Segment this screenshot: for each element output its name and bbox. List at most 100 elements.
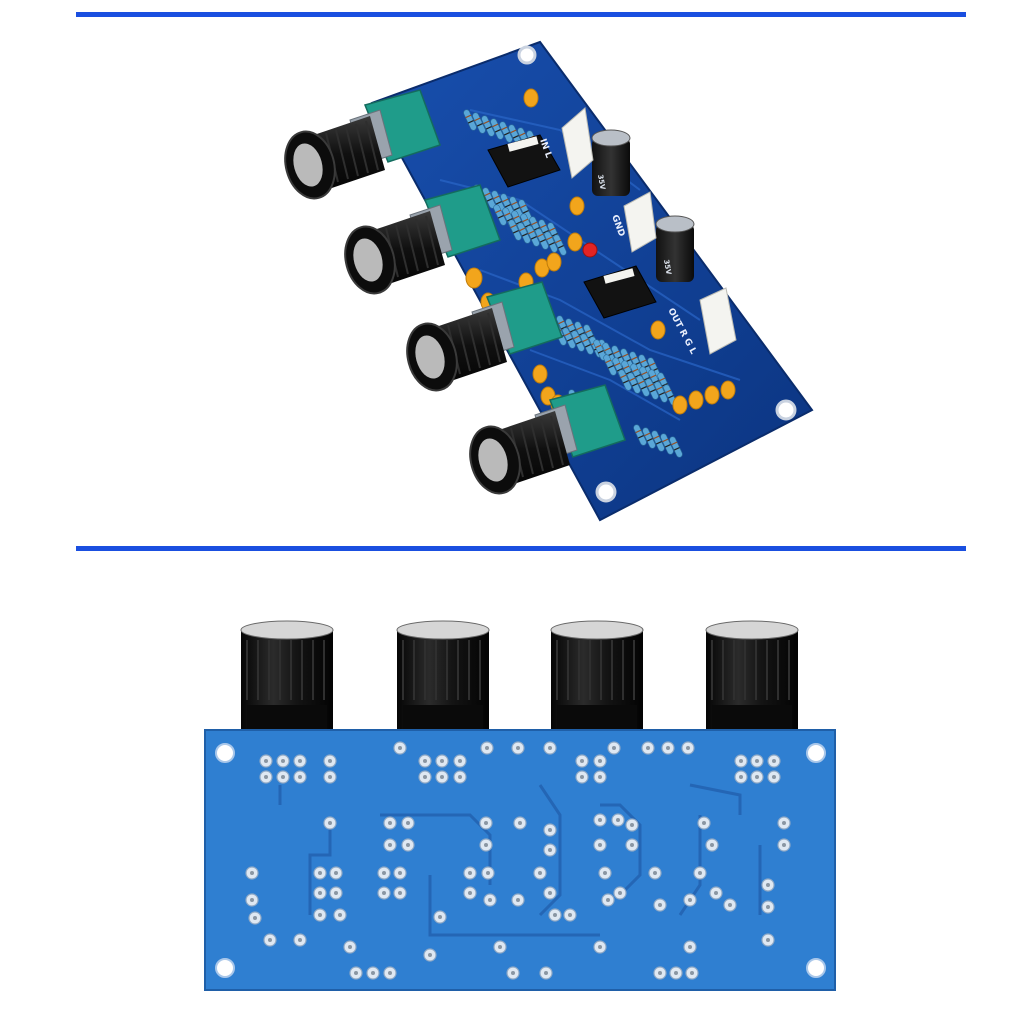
resistor bbox=[526, 225, 540, 247]
solder-pad bbox=[563, 908, 577, 922]
solder-pad bbox=[383, 838, 397, 852]
resistor bbox=[517, 222, 531, 244]
solder-pad bbox=[777, 838, 791, 852]
solder-pad bbox=[539, 966, 553, 980]
solder-pad bbox=[435, 754, 449, 768]
resistor bbox=[633, 424, 647, 446]
solder-pad bbox=[329, 886, 343, 900]
solder-pad bbox=[506, 966, 520, 980]
solder-pad bbox=[423, 948, 437, 962]
solder-pad bbox=[293, 754, 307, 768]
resistor bbox=[642, 427, 656, 449]
solder-pad bbox=[329, 866, 343, 880]
resistor bbox=[627, 372, 641, 394]
solder-pad bbox=[333, 908, 347, 922]
solder-pad bbox=[293, 933, 307, 947]
solder-pad bbox=[734, 754, 748, 768]
board-top-illustration: 35V 35V IN L GND OUT R G L bbox=[284, 40, 814, 522]
solder-pad bbox=[377, 866, 391, 880]
board-bottom-view bbox=[0, 555, 1020, 1020]
solder-pad bbox=[493, 940, 507, 954]
solder-pad bbox=[245, 866, 259, 880]
back-mounting-holes bbox=[215, 743, 826, 978]
solder-pad bbox=[323, 770, 337, 784]
solder-pad bbox=[777, 816, 791, 830]
resistor bbox=[654, 381, 668, 403]
solder-pad bbox=[543, 886, 557, 900]
solder-pad bbox=[511, 893, 525, 907]
resistor bbox=[509, 196, 523, 218]
knob-top-2 bbox=[344, 184, 501, 295]
resistor bbox=[463, 109, 477, 131]
resistor bbox=[535, 228, 549, 250]
solder-pad bbox=[401, 816, 415, 830]
knob-bottom-1 bbox=[240, 620, 334, 735]
solder-pad bbox=[481, 866, 495, 880]
solder-pad bbox=[263, 933, 277, 947]
ceramic-capacitors bbox=[465, 88, 736, 415]
divider-middle bbox=[76, 546, 966, 551]
solder-pad bbox=[669, 966, 683, 980]
solder-pad bbox=[685, 966, 699, 980]
resistor bbox=[493, 204, 507, 226]
power-led bbox=[582, 242, 598, 258]
solder-pad bbox=[693, 866, 707, 880]
solder-pad bbox=[683, 893, 697, 907]
resistor bbox=[636, 375, 650, 397]
solder-pad bbox=[641, 741, 655, 755]
knob-bottom-2 bbox=[396, 620, 490, 735]
solder-pad bbox=[323, 754, 337, 768]
solder-pad bbox=[625, 818, 639, 832]
solder-pad bbox=[259, 754, 273, 768]
solder-pad bbox=[343, 940, 357, 954]
resistor bbox=[472, 112, 486, 134]
resistor bbox=[645, 378, 659, 400]
solder-pad bbox=[653, 898, 667, 912]
solder-pad bbox=[453, 770, 467, 784]
solder-pad bbox=[259, 770, 273, 784]
solder-pad bbox=[601, 893, 615, 907]
solder-pad bbox=[681, 741, 695, 755]
solder-pad bbox=[377, 886, 391, 900]
op-amp-chip-1 bbox=[487, 134, 561, 188]
divider-top bbox=[76, 12, 966, 17]
resistor bbox=[580, 333, 594, 355]
solder-pad bbox=[709, 886, 723, 900]
solder-pads bbox=[245, 741, 791, 980]
solder-pad bbox=[593, 813, 607, 827]
resistor bbox=[562, 327, 576, 349]
solder-pad bbox=[463, 866, 477, 880]
solder-pad bbox=[479, 838, 493, 852]
solder-pad bbox=[453, 754, 467, 768]
solder-pad bbox=[607, 741, 621, 755]
solder-pad bbox=[613, 886, 627, 900]
solder-pad bbox=[548, 908, 562, 922]
knob-top-4 bbox=[469, 384, 626, 495]
solder-pad bbox=[533, 866, 547, 880]
knob-top-3 bbox=[406, 281, 563, 392]
solder-pad bbox=[383, 966, 397, 980]
op-amp-chip-2 bbox=[583, 265, 657, 319]
solder-pad bbox=[723, 898, 737, 912]
solder-pad bbox=[543, 843, 557, 857]
solder-pad bbox=[433, 910, 447, 924]
solder-pad bbox=[543, 823, 557, 837]
solder-pad bbox=[705, 838, 719, 852]
resistor bbox=[660, 433, 674, 455]
solder-pad bbox=[393, 741, 407, 755]
solder-pad bbox=[598, 866, 612, 880]
solder-pad bbox=[661, 741, 675, 755]
jst-connectors bbox=[561, 107, 737, 355]
solder-pad bbox=[543, 741, 557, 755]
solder-pad bbox=[248, 911, 262, 925]
solder-pad bbox=[734, 770, 748, 784]
solder-pad bbox=[750, 770, 764, 784]
knob-group-top bbox=[284, 89, 626, 495]
resistor bbox=[490, 118, 504, 140]
resistor bbox=[508, 219, 522, 241]
knob-row-bottom bbox=[240, 620, 799, 735]
resistor bbox=[553, 234, 567, 256]
knob-top-1 bbox=[284, 89, 441, 200]
resistor bbox=[663, 384, 677, 406]
solder-pad bbox=[767, 754, 781, 768]
